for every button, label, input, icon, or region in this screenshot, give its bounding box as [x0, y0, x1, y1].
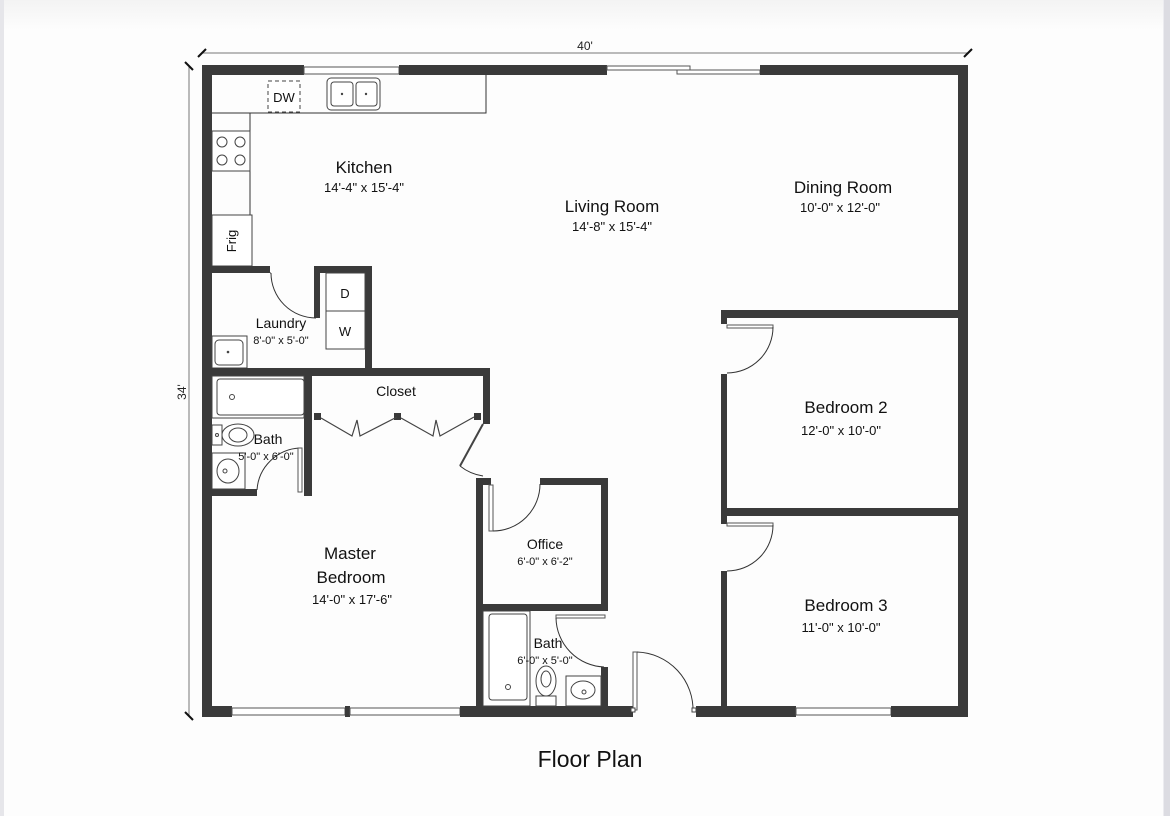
- kitchen-dims: 14'-4" x 15'-4": [324, 180, 404, 195]
- fridge-label: Frig: [224, 230, 239, 252]
- bedroom-3-name: Bedroom 3: [804, 596, 887, 615]
- hall-bath-dims: 6'-0" x 5'-0": [517, 655, 573, 667]
- master-suite-walls: [202, 368, 490, 496]
- bedroom-2: Bedroom 2 12'-0" x 10'-0": [726, 324, 888, 438]
- master-bath-door[interactable]: [256, 447, 303, 493]
- master-bedroom-dims: 14'-0" x 17'-6": [312, 592, 392, 607]
- front-door[interactable]: [630, 651, 697, 713]
- living-room-name: Living Room: [565, 197, 660, 216]
- bedroom-2-door[interactable]: [726, 324, 774, 374]
- office-door[interactable]: [488, 483, 541, 532]
- dishwasher-label: DW: [273, 90, 295, 105]
- master-bedroom: Master Bedroom 14'-0" x 17'-6": [312, 544, 392, 607]
- washer-label: W: [339, 324, 352, 339]
- bifold-closet-doors[interactable]: [314, 413, 481, 437]
- master-bath: Bath 5'-0" x 6'-0": [211, 375, 305, 493]
- living-room: Living Room 14'-8" x 15'-4": [565, 197, 660, 234]
- master-bedroom-name-line1: Master: [324, 544, 376, 563]
- dimension-width: 40': [197, 39, 973, 58]
- bedroom-3-door[interactable]: [726, 522, 774, 572]
- width-dimension-label: 40': [577, 39, 593, 53]
- dryer-label: D: [340, 286, 349, 301]
- hall-bathtub: [482, 610, 531, 707]
- office-walls: [476, 478, 608, 717]
- hall-bath-sink: [565, 675, 602, 707]
- bedroom-walls: [721, 310, 968, 717]
- hall-bath-door[interactable]: [555, 614, 606, 668]
- closet-name: Closet: [376, 383, 416, 399]
- bathroom-sink: [211, 452, 246, 490]
- bedroom-2-name: Bedroom 2: [804, 398, 887, 417]
- laundry: D W Laundry 8'-0" x 5'-0": [202, 266, 372, 374]
- dining-room-name: Dining Room: [794, 178, 892, 197]
- dimension-depth: 34': [175, 61, 194, 721]
- page-scrollbar[interactable]: [1163, 0, 1170, 816]
- bedroom-3-dims: 11'-0" x 10'-0": [802, 620, 881, 635]
- master-bedroom-name-line2: Bedroom: [317, 568, 386, 587]
- kitchen-sink: [326, 77, 381, 111]
- office-dims: 6'-0" x 6'-2": [517, 556, 573, 568]
- laundry-dims: 8'-0" x 5'-0": [253, 335, 309, 347]
- dining-room: Dining Room 10'-0" x 12'-0": [794, 178, 892, 215]
- stove: [211, 130, 251, 172]
- master-bath-dims: 5'-0" x 6'-0": [238, 451, 294, 463]
- hall-bath-name: Bath: [534, 635, 563, 651]
- closet-side-door[interactable]: [459, 423, 484, 477]
- dining-room-dims: 10'-0" x 12'-0": [800, 200, 880, 215]
- plan-title: Floor Plan: [538, 746, 643, 772]
- bedroom-2-dims: 12'-0" x 10'-0": [801, 423, 881, 438]
- laundry-name: Laundry: [256, 315, 307, 331]
- bathtub: [211, 375, 305, 419]
- office-name: Office: [527, 536, 564, 552]
- office: Office 6'-0" x 6'-2": [488, 483, 573, 568]
- dryer: [325, 272, 366, 312]
- depth-dimension-label: 34': [175, 384, 189, 400]
- bedroom-3: Bedroom 3 11'-0" x 10'-0": [726, 522, 888, 635]
- closet: Closet: [314, 383, 484, 477]
- page-top-shade: [4, 0, 1164, 30]
- refrigerator: Frig: [211, 214, 253, 267]
- washer: [325, 310, 366, 350]
- page-edge-left: [0, 0, 4, 816]
- exterior-walls: [202, 65, 968, 717]
- kitchen-name: Kitchen: [336, 158, 393, 177]
- master-bath-name: Bath: [254, 431, 283, 447]
- living-room-dims: 14'-8" x 15'-4": [572, 219, 652, 234]
- dishwasher: [267, 80, 301, 113]
- hall-toilet: [535, 665, 557, 707]
- laundry-door[interactable]: [270, 272, 317, 319]
- kitchen: DW Frig Kitchen 14'-4" x 15'-4": [211, 75, 487, 267]
- toilet: [211, 423, 255, 447]
- hall-bath: Bath 6'-0" x 5'-0": [482, 610, 606, 707]
- utility-sink: [211, 335, 248, 369]
